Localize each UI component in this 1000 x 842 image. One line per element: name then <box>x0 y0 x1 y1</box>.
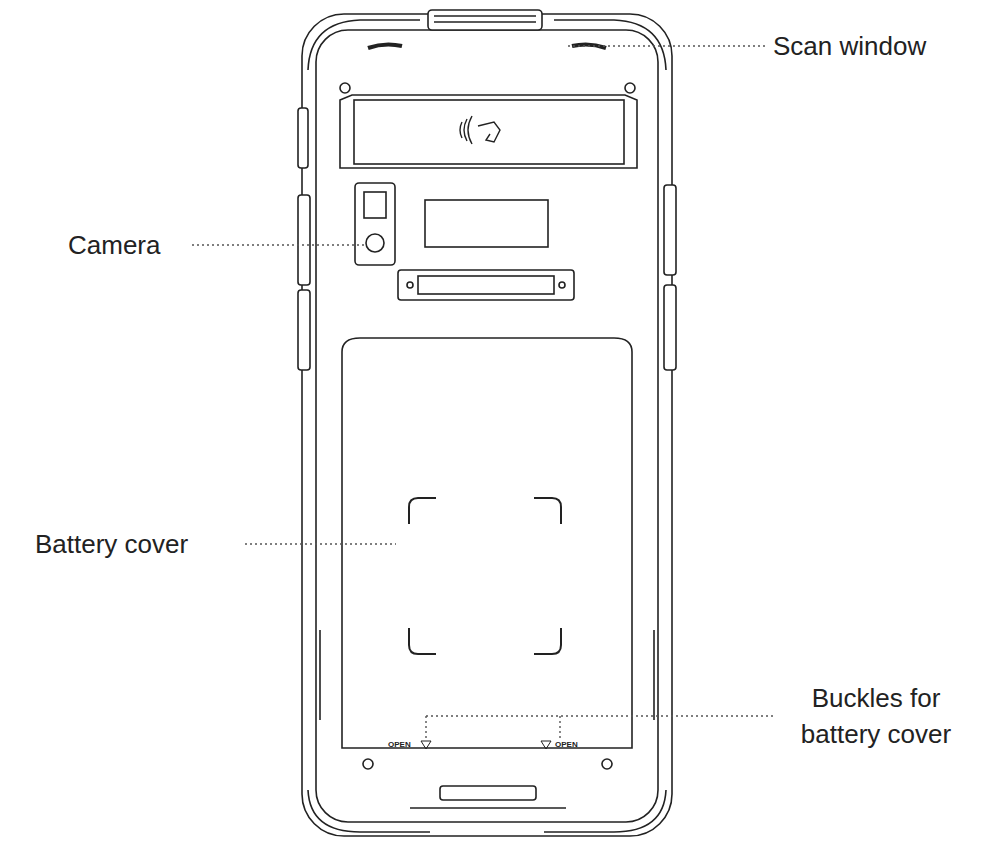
part-label: Scan window <box>773 28 926 64</box>
groove <box>319 630 321 720</box>
screw <box>363 759 373 769</box>
strap-screw <box>559 282 565 288</box>
device-frame <box>316 30 658 822</box>
strap-bar <box>418 276 554 294</box>
screw <box>625 83 635 93</box>
nfc-hand <box>478 122 500 142</box>
strap-clip <box>398 270 574 300</box>
leader-line <box>426 715 775 716</box>
screw <box>602 759 612 769</box>
leader-line <box>192 244 366 245</box>
leader-line <box>568 45 765 46</box>
open-marking: OPEN <box>388 741 411 749</box>
corner-mark <box>534 498 561 524</box>
scan-window-line <box>434 21 536 23</box>
camera-module <box>355 183 395 265</box>
side-button <box>664 185 676 275</box>
scan-window <box>428 10 542 30</box>
flash <box>364 192 386 218</box>
open-marking: OPEN <box>555 741 578 749</box>
label-area <box>425 200 548 247</box>
bumper <box>308 20 420 70</box>
bumper <box>308 790 430 832</box>
camera-lens <box>366 234 384 252</box>
bottom-edge <box>410 807 566 809</box>
battery-cover <box>342 338 632 748</box>
side-button <box>298 195 310 285</box>
groove <box>653 630 655 720</box>
scan-window-line <box>434 15 536 17</box>
nfc-panel <box>340 95 637 168</box>
nfc-symbol <box>460 116 472 144</box>
leader-line <box>425 716 426 738</box>
bottom-connector <box>440 786 536 800</box>
side-button <box>298 290 310 370</box>
speaker-slot <box>368 44 402 48</box>
part-label: Buckles for battery cover <box>776 680 976 753</box>
side-button <box>298 108 308 168</box>
bumper <box>544 790 666 832</box>
part-label: Battery cover <box>35 526 188 562</box>
side-button <box>664 285 676 370</box>
nfc-panel-inner <box>354 100 624 164</box>
device-body <box>302 14 672 836</box>
corner-mark <box>534 628 561 654</box>
screw <box>340 83 350 93</box>
open-triangle <box>421 741 431 749</box>
part-label: Camera <box>68 227 160 263</box>
corner-mark <box>409 628 436 654</box>
open-triangle <box>541 741 551 749</box>
corner-mark <box>409 498 436 524</box>
leader-line <box>245 543 396 544</box>
leader-line <box>559 716 560 738</box>
bumper <box>554 20 666 70</box>
strap-screw <box>407 282 413 288</box>
